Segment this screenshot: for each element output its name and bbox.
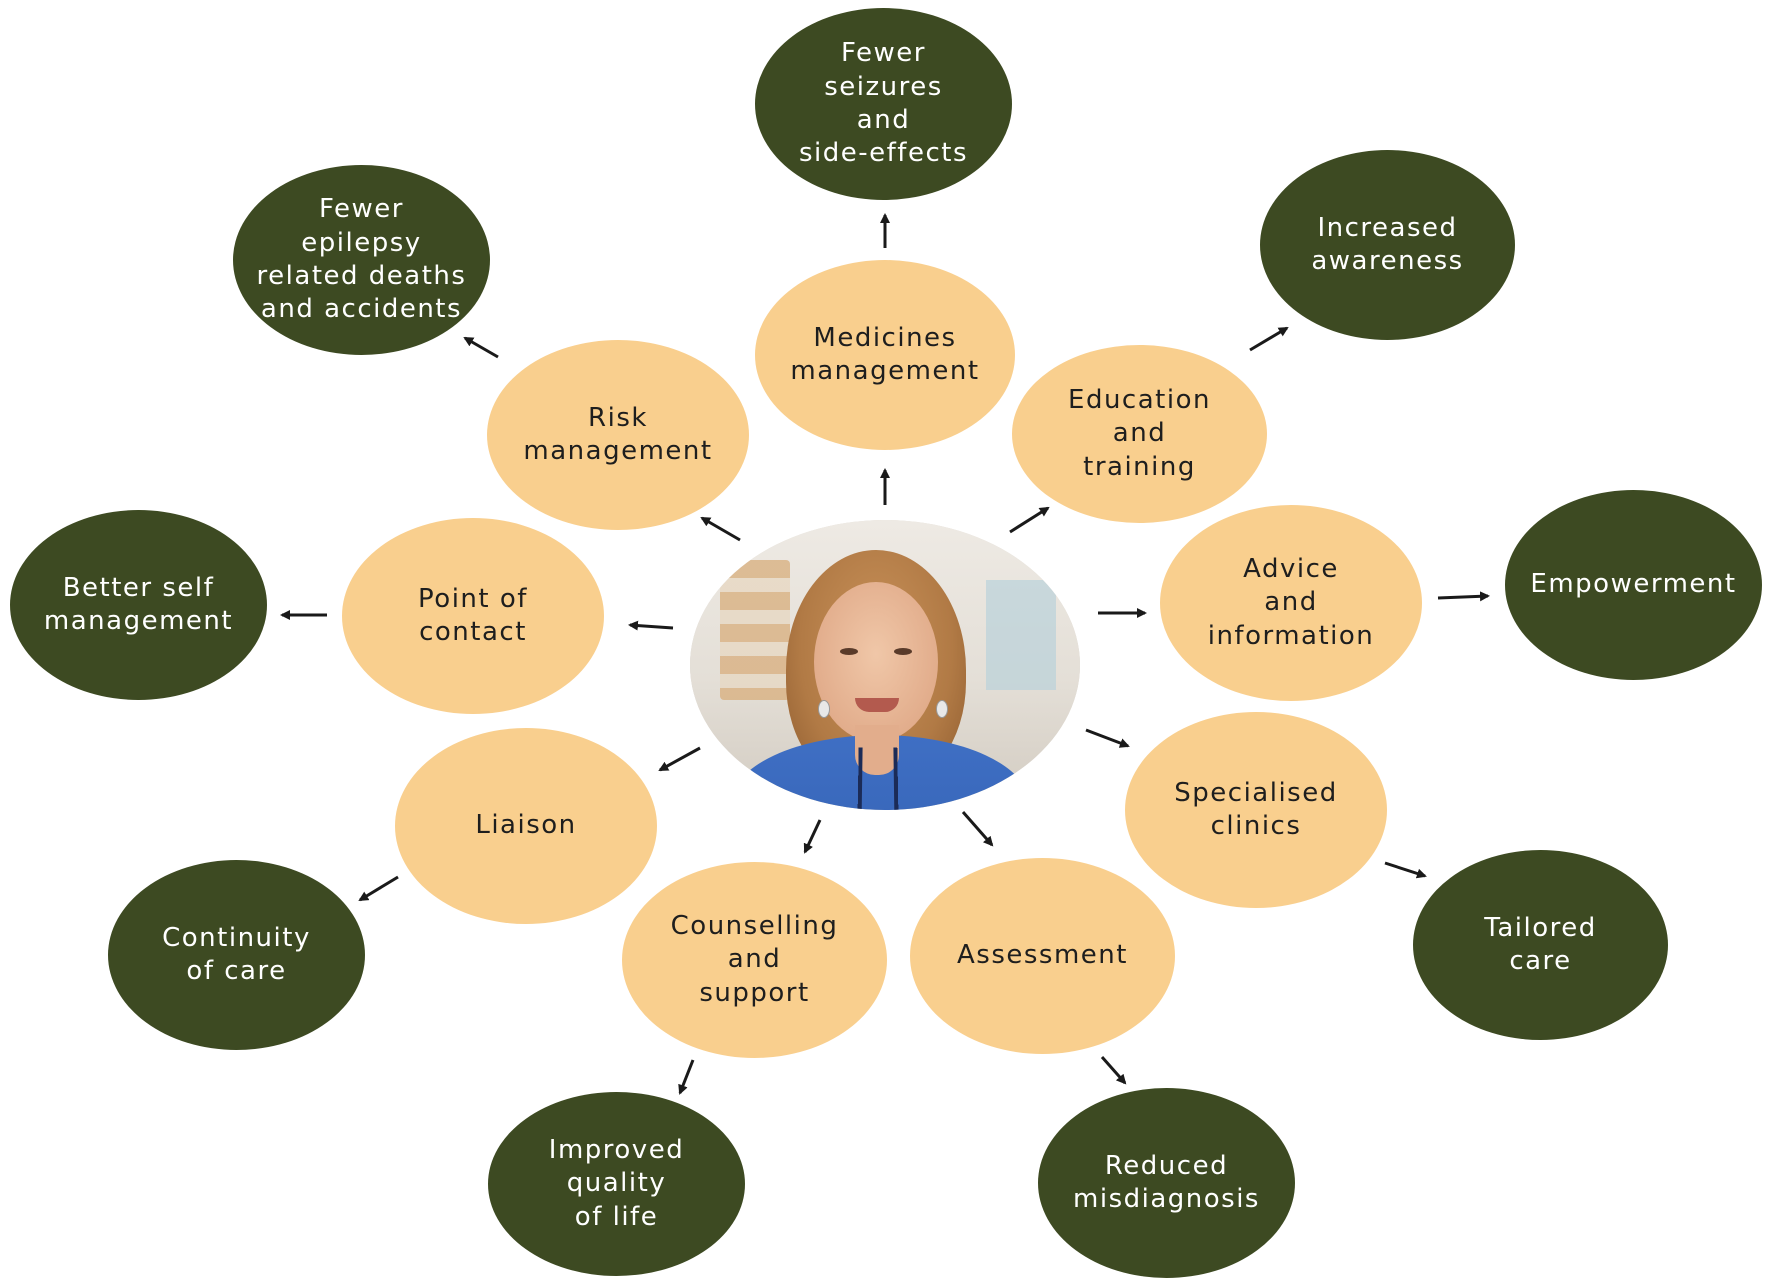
service-risk: Risk management bbox=[487, 340, 749, 530]
outcome-tailored: Tailored care bbox=[1413, 850, 1668, 1040]
outcome-misdiagnosis: Reduced misdiagnosis bbox=[1038, 1088, 1295, 1278]
arrow-risk-deaths bbox=[463, 336, 499, 359]
service-liaison: Liaison bbox=[395, 728, 657, 924]
arrow-liaison-continuity bbox=[358, 875, 399, 902]
center-photo bbox=[690, 520, 1080, 810]
outcome-seizures: Fewer seizures and side-effects bbox=[755, 8, 1012, 200]
service-advice: Advice and information bbox=[1160, 505, 1422, 701]
outcome-empowerment: Empowerment bbox=[1505, 490, 1762, 680]
service-contact: Point of contact bbox=[342, 518, 604, 714]
arrow-center-counselling bbox=[803, 819, 822, 854]
outcome-continuity: Continuity of care bbox=[108, 860, 365, 1050]
arrow-assessment-misdiagnosis bbox=[1100, 1056, 1127, 1085]
arrow-center-clinics bbox=[1085, 728, 1130, 748]
outcome-selfmanagement: Better self management bbox=[10, 510, 267, 700]
arrow-education-awareness bbox=[1249, 326, 1289, 352]
arrow-center-assessment bbox=[961, 811, 994, 847]
service-clinics: Specialised clinics bbox=[1125, 712, 1387, 908]
service-medicines: Medicines management bbox=[755, 260, 1015, 450]
service-assessment: Assessment bbox=[910, 858, 1175, 1054]
outcome-awareness: Increased awareness bbox=[1260, 150, 1515, 340]
service-education: Education and training bbox=[1012, 345, 1267, 523]
arrow-counselling-quality bbox=[678, 1059, 695, 1095]
outcome-quality: Improved quality of life bbox=[488, 1092, 745, 1276]
arrow-center-contact bbox=[628, 620, 674, 631]
service-counselling: Counselling and support bbox=[622, 862, 887, 1058]
outcome-deaths: Fewer epilepsy related deaths and accide… bbox=[233, 165, 490, 355]
arrow-clinics-tailored bbox=[1384, 861, 1427, 879]
arrow-advice-empowerment bbox=[1437, 591, 1490, 602]
